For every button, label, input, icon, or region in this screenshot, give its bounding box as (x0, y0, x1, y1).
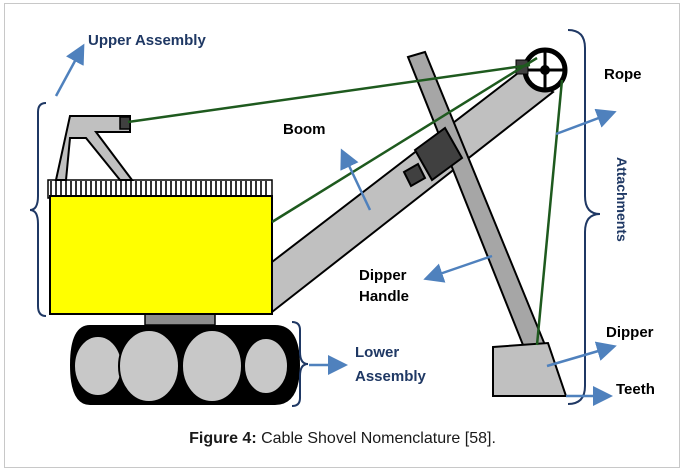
label-teeth: Teeth (616, 381, 655, 398)
upper-assembly-bracket (29, 102, 47, 317)
track-wheel-4 (243, 337, 289, 395)
upper-assembly-body (47, 179, 273, 315)
label-dipper: Dipper (606, 324, 654, 341)
caption-text: Cable Shovel Nomenclature [58]. (256, 430, 496, 447)
arrow-dipper (546, 341, 617, 368)
saddle-block (402, 126, 464, 188)
arrow-boom (340, 148, 372, 211)
machine-house (49, 195, 273, 315)
label-dipper-handle-1: Dipper (359, 267, 407, 284)
figure-caption: Figure 4: Cable Shovel Nomenclature [58]… (0, 430, 685, 448)
label-lower-assembly-1: Lower (355, 344, 399, 361)
track-wheel-1 (73, 335, 123, 397)
arrow-dipper-handle (423, 254, 493, 283)
track-wheel-3 (181, 329, 243, 403)
crawler-track (70, 325, 300, 405)
caption-prefix: Figure 4: (189, 430, 257, 447)
dipper-bucket (492, 341, 568, 397)
label-boom: Boom (283, 121, 326, 138)
track-wheel-2 (118, 329, 180, 403)
callout-arrows (54, 43, 617, 406)
label-lower-assembly-2: Assembly (355, 368, 427, 385)
label-upper-assembly: Upper Assembly (88, 32, 206, 49)
label-dipper-handle-2: Handle (359, 288, 409, 305)
lower-assembly-bracket (291, 321, 309, 407)
label-rope: Rope (604, 66, 642, 83)
ropes (127, 56, 564, 346)
label-attachments: Attachments (614, 157, 630, 242)
a-frame (54, 115, 134, 181)
arrow-rope (555, 108, 617, 136)
arrow-upper-assembly (54, 43, 85, 97)
attachments-bracket (567, 29, 601, 405)
